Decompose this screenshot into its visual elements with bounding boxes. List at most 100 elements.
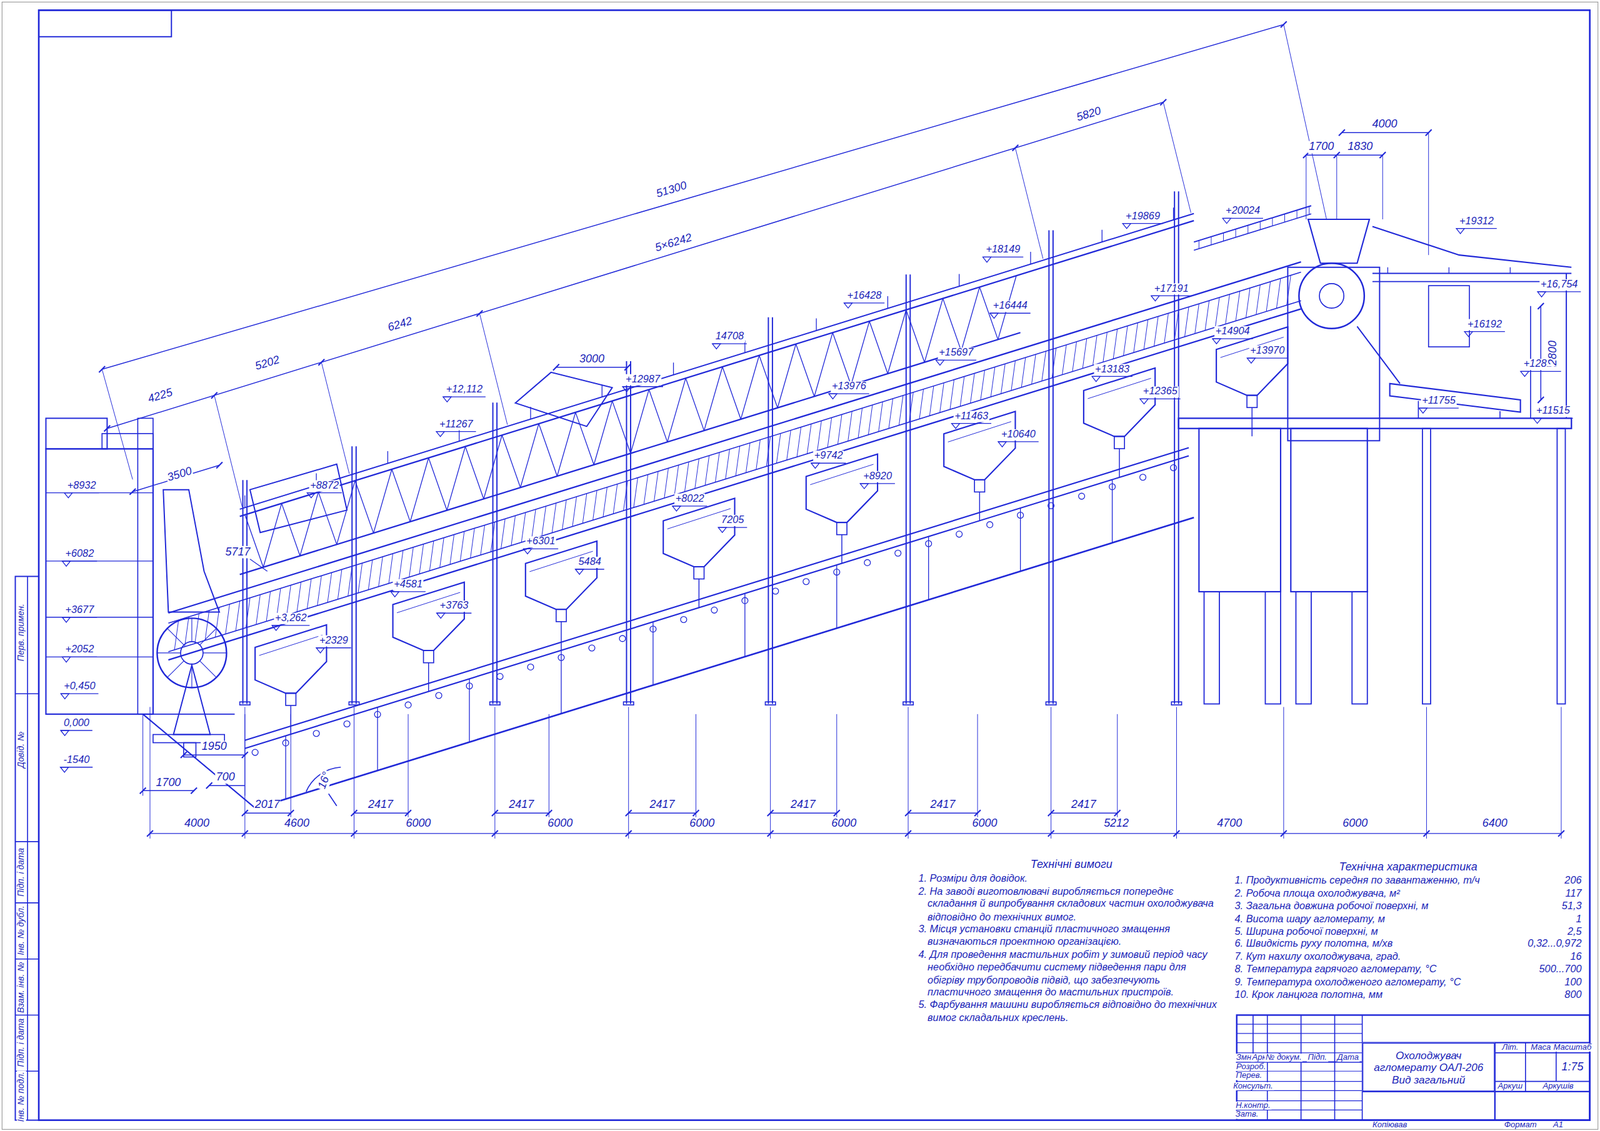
air-hopper: [663, 498, 735, 567]
extension-line: [1116, 714, 1118, 818]
steel-column: [1052, 230, 1054, 704]
shed-rib: [1247, 225, 1249, 234]
chain-link: [837, 414, 842, 445]
dimension-value: 16°: [315, 769, 334, 792]
chain-link: [1266, 281, 1271, 312]
track-roller: [313, 730, 320, 737]
extension-line: [836, 714, 837, 818]
title-block-cell: Н.контр.: [1235, 1101, 1272, 1111]
chain-link: [440, 538, 445, 569]
chain-link: [541, 506, 547, 537]
dimension-value: 2417: [648, 799, 676, 812]
loading-hopper: [1308, 219, 1370, 264]
bottom-plate: [143, 713, 235, 715]
chain-link: [1235, 291, 1240, 322]
base-post: [1020, 508, 1021, 572]
extension-line: [494, 706, 495, 839]
dimension-value: 6000: [405, 817, 432, 830]
title-block-cell: A1: [1551, 1121, 1564, 1130]
chain-link: [327, 572, 332, 603]
elevation-triangle: [828, 393, 837, 399]
elevation-triangle: [983, 256, 992, 262]
dimension-tick: [624, 364, 631, 371]
chain-link: [1245, 288, 1250, 319]
dimension-line: [908, 812, 978, 814]
steel-column: [1048, 230, 1050, 704]
track-roller: [251, 749, 259, 756]
chain-link: [1164, 313, 1169, 344]
requirement-note: 3. Місця установки станцій пластичного з…: [918, 923, 1225, 950]
extension-line: [548, 714, 550, 818]
drive-sprocket: [1298, 263, 1364, 329]
chain-link: [501, 518, 506, 549]
chain-link: [1185, 306, 1190, 337]
chain-link: [286, 585, 292, 616]
chain-link: [1215, 297, 1220, 328]
discharge-chute: [1356, 326, 1400, 384]
requirement-note: 4. Для проведення мастильних робіт у зим…: [918, 948, 1225, 1000]
exhaust-hood: [163, 490, 220, 613]
table-value: 51,3: [1527, 900, 1582, 913]
chain-link: [796, 427, 802, 458]
elevation-mark: +11515: [1535, 405, 1571, 417]
steel-column: [246, 480, 248, 704]
chain-link: [827, 417, 832, 448]
table-parameter: 4. Висота шару агломерату, м: [1235, 913, 1520, 926]
sprocket-spoke: [203, 652, 227, 654]
truss-top-chord: [240, 220, 1195, 517]
shed-rib: [1308, 206, 1310, 215]
elevation-mark: 5484: [577, 556, 603, 568]
support-column: [1556, 428, 1565, 705]
title-block-cell: Затв.: [1234, 1111, 1260, 1120]
building-roof: [1372, 226, 1572, 267]
table-parameter: 9. Температура охолодженого агломерату, …: [1235, 976, 1520, 989]
chain-link: [1133, 322, 1139, 353]
title-block-cell: Формат: [1503, 1121, 1538, 1130]
track-roller: [956, 531, 963, 538]
chain-link: [970, 373, 975, 404]
elevation-mark: +12365: [1141, 386, 1179, 397]
elevation-mark: +15697: [938, 347, 975, 359]
chain-link: [603, 487, 608, 518]
title-block-line: [1236, 1024, 1363, 1025]
chain-link: [572, 496, 577, 527]
track-roller: [772, 588, 779, 595]
vibrating-screen: [1390, 383, 1521, 413]
dimension-line: [183, 754, 245, 755]
dimension-value: 4600: [283, 817, 310, 830]
title-block-line: [1495, 1052, 1590, 1054]
extension-line: [479, 313, 508, 425]
chain-link: [1276, 278, 1281, 309]
side-strip-divider: [15, 1015, 39, 1017]
shed-rib: [1223, 233, 1224, 242]
elevation-mark: 0,000: [62, 718, 90, 729]
dimension-value: 700: [215, 771, 236, 784]
dimension-line: [245, 812, 291, 814]
handrail-post: [1030, 251, 1031, 265]
dimension-line: [354, 812, 409, 814]
truss-diagonal: [318, 491, 337, 545]
pier-leg: [1295, 591, 1311, 705]
elevation-triangle: [1246, 358, 1255, 364]
truss-diagonal: [869, 321, 888, 374]
chain-link: [1082, 338, 1087, 369]
dimension-line: [150, 833, 1562, 834]
drive-frame: [1287, 267, 1380, 442]
strip-label: Взам. інв. №: [16, 961, 27, 1014]
dimension-line: [556, 366, 628, 368]
air-hopper: [943, 411, 1015, 480]
elevation-triangle: [935, 360, 944, 365]
chain-link: [551, 503, 557, 534]
elevation-triangle: [62, 617, 71, 623]
chain-link: [306, 578, 312, 609]
dimension-value: 3000: [578, 353, 605, 365]
extension-line: [1382, 155, 1384, 220]
elevation-mark: +8920: [862, 471, 894, 482]
sprocket-spoke: [200, 628, 217, 646]
elevation-mark: +12987: [624, 374, 661, 385]
elevation-mark: +8872: [309, 480, 340, 492]
dimension-value: 6000: [830, 817, 858, 830]
chute-bin: [1428, 285, 1470, 347]
elevation-triangle: [672, 506, 681, 512]
